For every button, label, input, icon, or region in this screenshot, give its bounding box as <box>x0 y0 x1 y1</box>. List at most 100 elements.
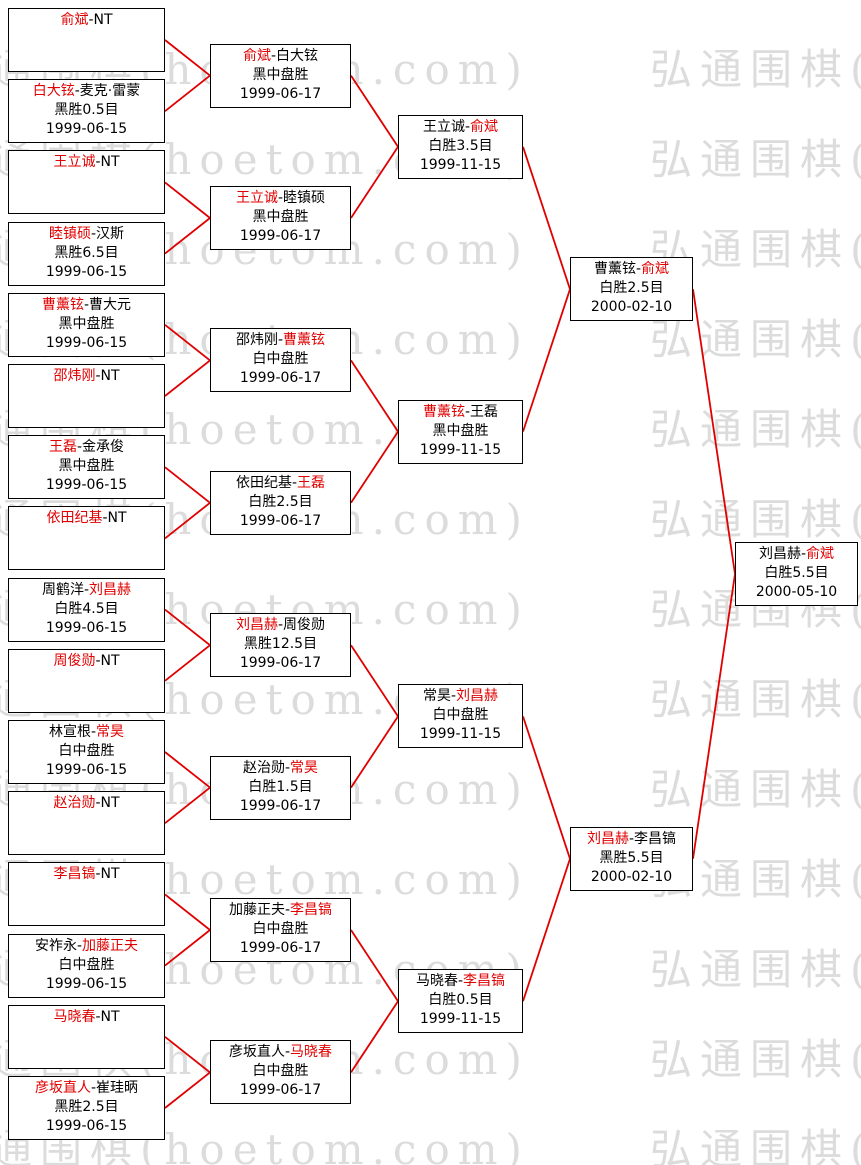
player-name: NT <box>107 510 127 527</box>
match-date: 1999-06-17 <box>239 655 322 672</box>
bracket-connector-line <box>164 359 211 397</box>
player-separator: - <box>74 83 80 100</box>
bracket-connector-line <box>692 573 736 859</box>
match-date: 1999-06-15 <box>45 619 128 636</box>
match-players: 彦坂直人-马晓春 <box>211 1043 350 1062</box>
player-name: 加藤正夫 <box>228 902 285 918</box>
bracket-connector-line <box>350 75 399 148</box>
player-name: 金承俊 <box>82 439 125 456</box>
watermark-text: 弘通围棋(hoetom.com) <box>650 945 861 994</box>
match-result: 白胜4.5目 <box>54 600 119 617</box>
player-name: 彦坂直人 <box>34 1080 91 1096</box>
match-players: 依田纪基-NT <box>9 509 164 528</box>
match-result: 白胜3.5目 <box>428 137 493 154</box>
bracket-connector-line <box>350 929 399 1002</box>
match-date: 1999-06-15 <box>45 477 128 494</box>
player-name: 赵治勋 <box>53 795 96 812</box>
player-name: 睦镇硕 <box>283 190 326 206</box>
player-name: 曹大元 <box>89 296 132 313</box>
player-separator: - <box>76 439 83 456</box>
player-separator: - <box>95 154 101 171</box>
match-players: 刘昌赫-李昌镐 <box>571 830 692 849</box>
player-name: 常昊 <box>422 688 451 705</box>
match-players: 赵治勋-NT <box>9 794 164 813</box>
match-players: 李昌镐-NT <box>9 865 164 884</box>
match-date: 1999-06-17 <box>239 1082 322 1099</box>
player-separator: - <box>102 510 108 527</box>
player-name: 依田纪基 <box>235 474 292 491</box>
match-box: 王立诚-NT <box>8 150 165 215</box>
player-separator: - <box>83 296 90 313</box>
player-separator: - <box>464 403 471 420</box>
match-box: 刘昌赫-李昌镐黑胜5.5目 2000-02-10 <box>570 826 693 891</box>
bracket-connector-line <box>350 431 399 504</box>
bracket-connector-line <box>164 217 211 255</box>
match-players: 依田纪基-王磊 <box>211 474 350 493</box>
match-date: 1999-11-15 <box>419 441 502 458</box>
match-players: 马晓春-李昌镐 <box>399 972 522 991</box>
player-name: 王磊 <box>470 403 499 420</box>
match-result: 白中盘胜 <box>58 743 115 759</box>
player-separator: - <box>95 368 101 384</box>
player-name: 王磊 <box>48 439 77 456</box>
match-result: 黑胜2.5目 <box>54 1099 119 1115</box>
match-date: 1999-06-15 <box>45 1118 128 1134</box>
match-date: 1999-06-15 <box>45 334 128 351</box>
match-date: 2000-05-10 <box>755 584 838 600</box>
match-result: 黑胜12.5目 <box>243 636 318 653</box>
player-separator: - <box>270 47 277 64</box>
player-name: NT <box>100 652 120 669</box>
bracket-connector-line <box>350 146 399 219</box>
match-players: 王磊-金承俊 <box>9 438 164 457</box>
match-date: 1999-06-15 <box>45 263 128 280</box>
match-date: 2000-02-10 <box>590 868 673 885</box>
match-date: 1999-06-17 <box>239 85 322 102</box>
match-players: 马晓春-NT <box>9 1008 164 1027</box>
bracket-connector-line <box>164 1036 211 1074</box>
player-name: 曹薰铉 <box>422 403 465 420</box>
match-date: 1999-11-15 <box>419 156 502 173</box>
match-players: 常昊-刘昌赫 <box>399 687 522 706</box>
bracket-connector-line <box>350 644 399 717</box>
player-name: NT <box>100 1008 120 1025</box>
bracket-connector-line <box>164 929 211 967</box>
player-separator: - <box>464 118 471 135</box>
player-separator: - <box>450 688 457 705</box>
bracket-connector-line <box>164 74 211 112</box>
match-result: 白胜5.5目 <box>764 565 829 581</box>
match-date: 1999-11-15 <box>419 1011 502 1028</box>
player-name: 王立诚 <box>235 190 278 206</box>
bracket-connector-line <box>164 644 211 682</box>
match-players: 白大铉-麦克·雷蒙 <box>9 82 164 101</box>
bracket-connector-line <box>164 608 211 646</box>
match-players: 刘昌赫-俞斌 <box>736 545 857 564</box>
player-separator: - <box>284 759 291 776</box>
match-result: 白中盘胜 <box>58 956 115 973</box>
player-name: 刘昌赫 <box>235 617 278 634</box>
match-result: 黑胜5.5目 <box>599 849 664 866</box>
match-date: 1999-06-15 <box>45 762 128 778</box>
match-players: 周俊勋-NT <box>9 652 164 671</box>
match-result: 黑中盘胜 <box>252 66 309 83</box>
player-separator: - <box>635 261 642 278</box>
player-name: 白大铉 <box>276 47 319 64</box>
match-result: 黑胜0.5目 <box>54 102 119 119</box>
match-box: 依田纪基-NT <box>8 506 165 571</box>
match-result: 黑中盘胜 <box>58 315 115 332</box>
bracket-connector-line <box>164 181 211 219</box>
match-box: 邵炜刚-NT <box>8 364 165 428</box>
bracket-connector-line <box>164 893 211 931</box>
player-name: 常昊 <box>96 724 125 740</box>
match-result: 白中盘胜 <box>252 921 309 937</box>
